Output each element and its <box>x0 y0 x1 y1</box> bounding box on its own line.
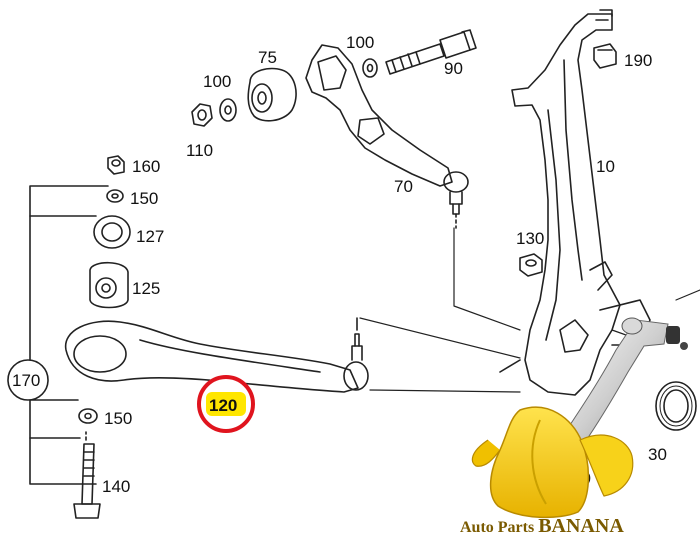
seal-30 <box>655 381 697 431</box>
washer-100-top <box>362 58 378 78</box>
nut-190 <box>593 43 617 69</box>
label-110: 110 <box>186 141 213 160</box>
product-arm-overlay <box>559 317 688 453</box>
label-160: 160 <box>132 157 160 176</box>
label-70: 70 <box>394 177 413 196</box>
bracket-circle-170 <box>7 359 49 401</box>
label-120: 120 <box>209 396 237 415</box>
banana-logo-icon <box>471 406 634 519</box>
brand-text-small: Auto Parts <box>460 519 538 536</box>
washer-150-top <box>106 189 124 203</box>
label-10: 10 <box>596 157 615 176</box>
bushing-75 <box>247 67 297 122</box>
assembly-bracket-170 <box>29 185 109 485</box>
label-150-bottom: 150 <box>104 409 132 428</box>
bushing-127 <box>93 215 131 249</box>
label-30: 30 <box>648 445 667 464</box>
washer-100-left <box>219 98 237 122</box>
label-150-top: 150 <box>130 189 158 208</box>
bushing-125 <box>89 261 129 309</box>
brand-text-big: BANANA <box>538 515 624 537</box>
label-75: 75 <box>258 48 277 67</box>
label-190: 190 <box>624 51 652 70</box>
label-130: 130 <box>516 229 544 248</box>
washer-150-bottom <box>78 408 98 424</box>
leader-lines <box>359 227 700 393</box>
nut-110 <box>191 103 213 127</box>
label-100-top: 100 <box>346 33 374 52</box>
nut-160 <box>107 155 125 175</box>
label-140: 140 <box>102 477 130 496</box>
label-90: 90 <box>444 59 463 78</box>
bolt-140 <box>73 431 101 519</box>
lower-control-arm-120 <box>64 317 369 393</box>
label-127: 127 <box>136 227 164 246</box>
label-100-left: 100 <box>203 72 231 91</box>
label-170: 170 <box>12 371 40 390</box>
upper-control-arm <box>305 44 469 229</box>
label-125: 125 <box>132 279 160 298</box>
nut-130 <box>519 253 543 277</box>
brand-watermark: Auto Parts BANANA <box>460 515 624 537</box>
steering-knuckle <box>499 9 651 396</box>
highlight-120 <box>197 375 255 433</box>
bolt-90 <box>385 29 477 75</box>
